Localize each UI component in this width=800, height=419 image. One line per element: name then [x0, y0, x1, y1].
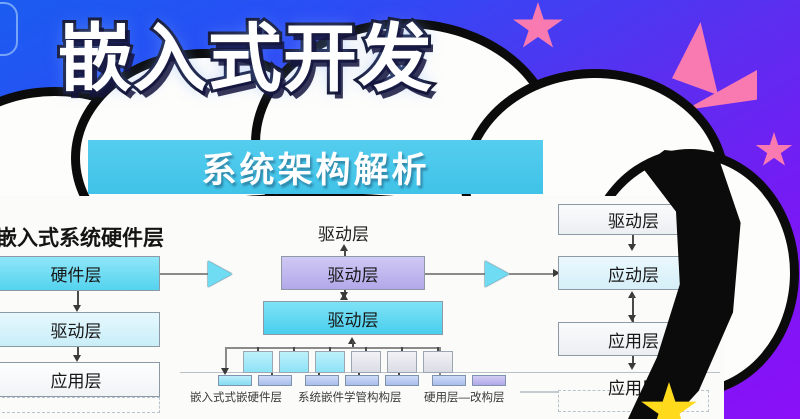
page-title: 嵌入式开发 [55, 14, 435, 103]
caption-text: 嵌入式式嵌硬件层 [190, 392, 282, 404]
chip[interactable] [432, 375, 466, 386]
node-hardware-layer[interactable]: 硬件层 [0, 256, 160, 291]
node-application-layer[interactable]: 应用层 [0, 362, 160, 397]
node-driver-layer-mid-lower[interactable]: 驱动层 [263, 301, 443, 335]
star-icon [513, 2, 563, 48]
node-module[interactable] [315, 351, 345, 373]
left-column-heading: 嵌入式系统硬件层 [0, 227, 164, 250]
node-module[interactable] [423, 351, 453, 373]
left-column-dashed-frame [0, 397, 160, 413]
caption-text: 系统嵌件学管构构层 [298, 392, 402, 404]
chip[interactable] [472, 375, 506, 386]
node-driver-layer-mid-upper[interactable]: 驱动层 [281, 256, 425, 290]
node-driver-layer[interactable]: 驱动层 [0, 312, 160, 347]
subtitle-banner: 系统架构解析 [88, 140, 543, 194]
subtitle-text: 系统架构解析 [201, 150, 430, 190]
caption-text: 硬用层—改构层 [424, 392, 505, 404]
chip[interactable] [258, 375, 292, 386]
chip[interactable] [345, 375, 379, 386]
flow-arrow-left [208, 261, 232, 287]
chip[interactable] [385, 375, 419, 386]
flow-arrow-right [485, 261, 509, 287]
node-module[interactable] [351, 351, 381, 373]
chip[interactable] [305, 375, 339, 386]
node-module[interactable] [279, 351, 309, 373]
rounded-rect-icon [0, 2, 18, 56]
node-module[interactable] [243, 351, 273, 373]
middle-column-heading: 驱动层 [318, 225, 369, 244]
node-module[interactable] [387, 351, 417, 373]
chip[interactable] [218, 375, 252, 386]
